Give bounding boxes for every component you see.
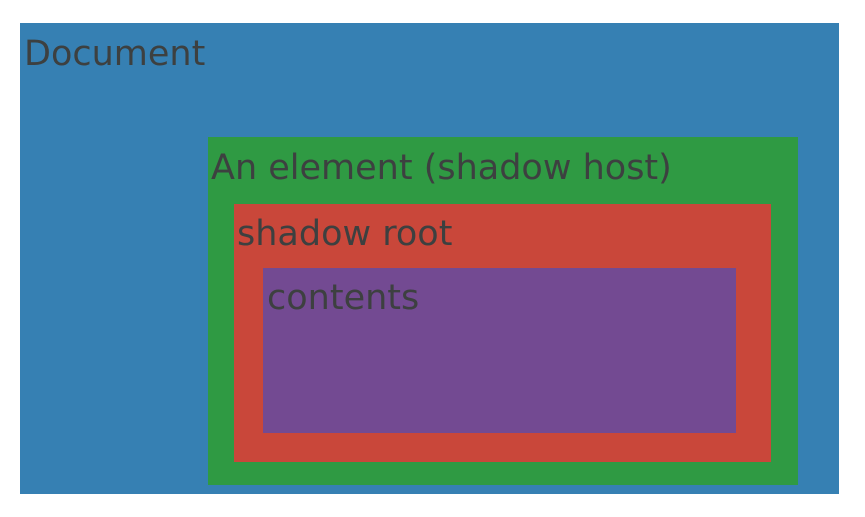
contents-box: contents (263, 268, 736, 433)
contents-label: contents (267, 278, 420, 318)
shadow-host-label: An element (shadow host) (211, 148, 672, 188)
shadow-root-label: shadow root (237, 214, 453, 254)
document-label: Document (24, 34, 206, 74)
